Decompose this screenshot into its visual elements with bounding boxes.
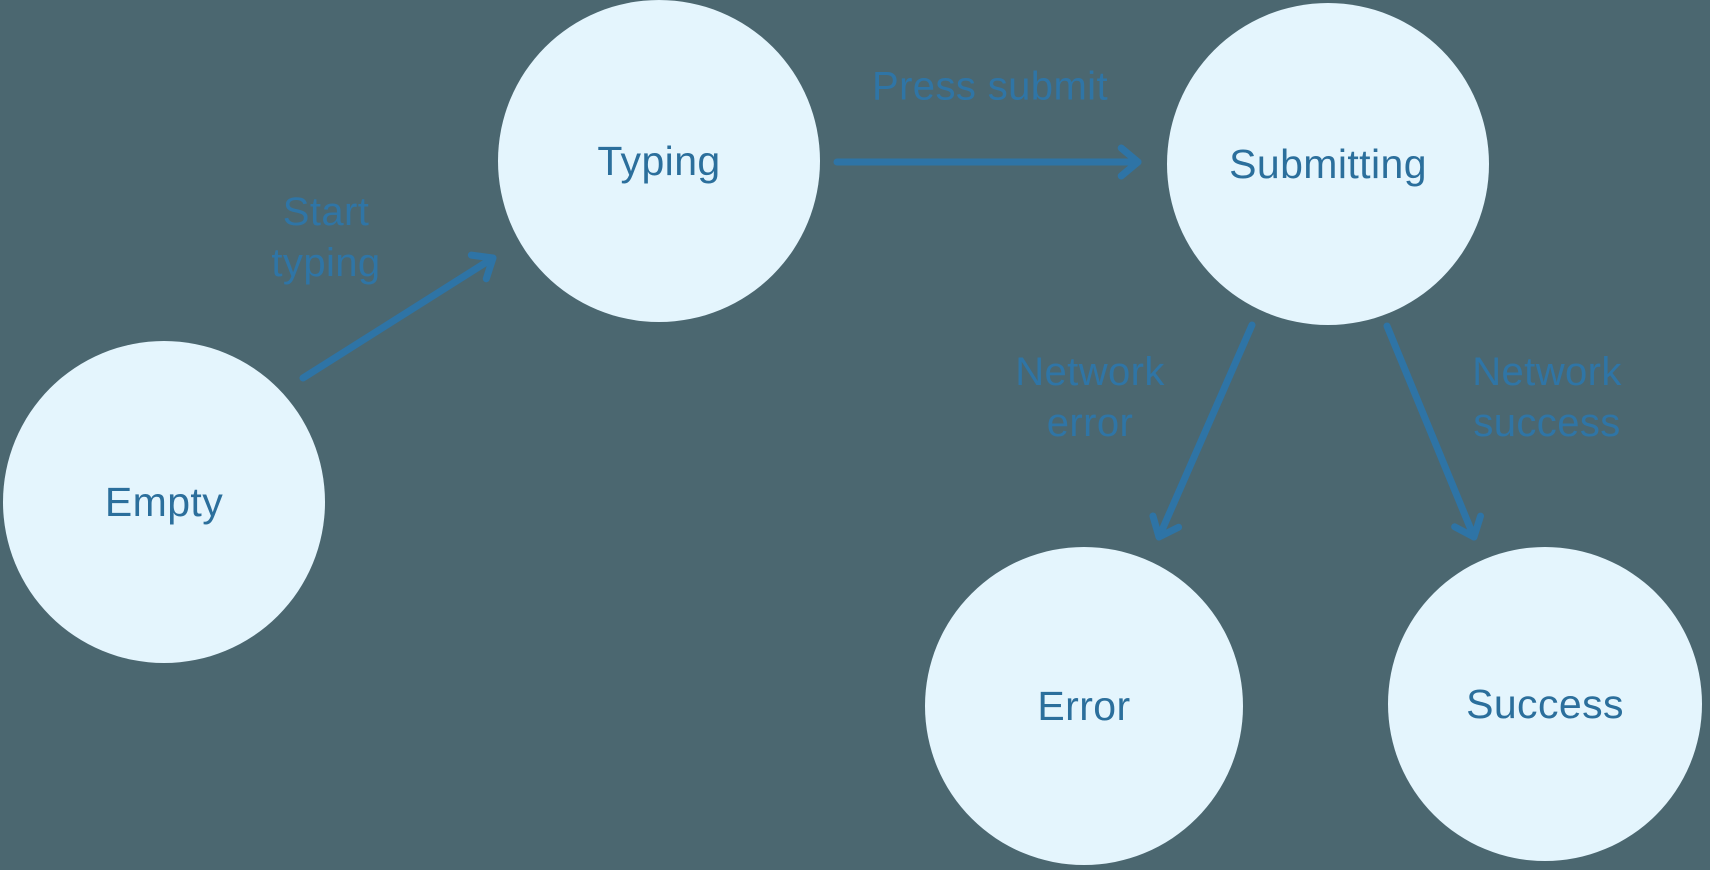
state-node-label: Typing bbox=[597, 137, 721, 184]
edge-label-network-error: Network error bbox=[1015, 350, 1165, 445]
state-node-submitting: Submitting bbox=[1167, 3, 1489, 325]
state-node-label: Success bbox=[1466, 680, 1624, 727]
state-node-label: Submitting bbox=[1229, 140, 1427, 187]
edge-label-network-success: Network success bbox=[1472, 350, 1622, 445]
state-node-label: Empty bbox=[104, 478, 224, 525]
state-node-empty: Empty bbox=[3, 341, 325, 663]
state-node-typing: Typing bbox=[498, 0, 820, 322]
edge-label-start-typing: Start typing bbox=[271, 190, 381, 285]
state-node-label: Error bbox=[1037, 682, 1131, 729]
state-node-error: Error bbox=[925, 547, 1243, 865]
state-node-success: Success bbox=[1388, 547, 1702, 861]
edge-label-press-submit: Press submit bbox=[872, 64, 1108, 109]
